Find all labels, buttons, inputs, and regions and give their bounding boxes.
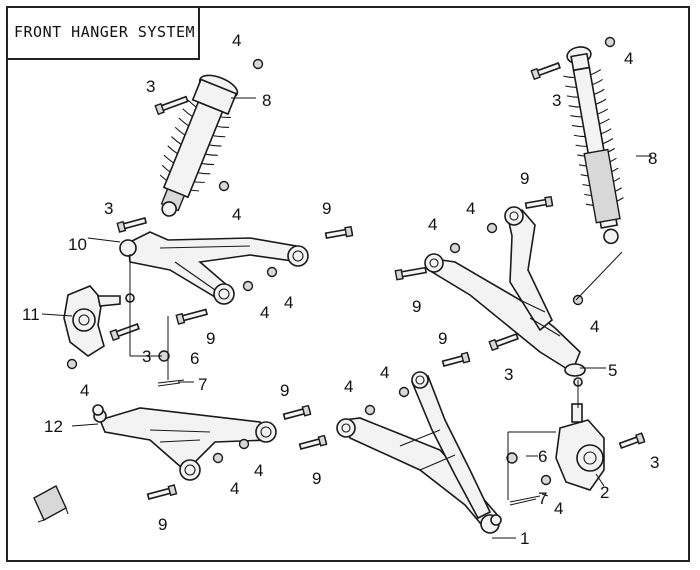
right-steering-knuckle bbox=[555, 403, 605, 491]
callout-9: 9 bbox=[280, 381, 289, 400]
callout-4: 4 bbox=[428, 215, 437, 234]
callout-2: 2 bbox=[600, 483, 609, 502]
callout-6: 6 bbox=[190, 349, 199, 368]
callout-4: 4 bbox=[232, 205, 241, 224]
callout-9: 9 bbox=[412, 297, 421, 316]
left-steering-knuckle bbox=[63, 285, 121, 357]
left-shock-absorber bbox=[159, 74, 239, 217]
callout-8: 8 bbox=[648, 149, 657, 168]
callout-12: 12 bbox=[44, 417, 63, 436]
callout-4: 4 bbox=[590, 317, 599, 336]
diagram-frame bbox=[6, 6, 690, 562]
callout-7: 7 bbox=[538, 489, 547, 508]
lower-left-a-arm bbox=[93, 407, 277, 481]
callout-4: 4 bbox=[380, 363, 389, 382]
callout-9: 9 bbox=[312, 469, 321, 488]
callout-4: 4 bbox=[260, 303, 269, 322]
callout-4: 4 bbox=[624, 49, 633, 68]
callout-9: 9 bbox=[322, 199, 331, 218]
callout-1: 1 bbox=[520, 529, 529, 548]
orientation-arrow-icon bbox=[33, 485, 69, 523]
leader-lines bbox=[41, 97, 652, 539]
callout-9: 9 bbox=[438, 329, 447, 348]
lower-right-a-arm bbox=[336, 371, 502, 534]
callout-10: 10 bbox=[68, 235, 87, 254]
callout-9: 9 bbox=[206, 329, 215, 348]
callout-3: 3 bbox=[552, 91, 561, 110]
upper-left-a-arm bbox=[119, 231, 309, 305]
upper-right-a-arm bbox=[424, 206, 586, 377]
callout-4: 4 bbox=[284, 293, 293, 312]
callout-3: 3 bbox=[650, 453, 659, 472]
callouts: 4 4 3 3 8 8 9 3 4 9 4 4 10 9 4 4 11 9 4 … bbox=[22, 31, 659, 548]
callout-6: 6 bbox=[538, 447, 547, 466]
cotter-pins bbox=[157, 379, 541, 506]
callout-4: 4 bbox=[80, 381, 89, 400]
bolts bbox=[109, 62, 646, 501]
right-shock-absorber bbox=[563, 46, 624, 245]
callout-4: 4 bbox=[554, 499, 563, 518]
callout-4: 4 bbox=[254, 461, 263, 480]
callout-11: 11 bbox=[22, 305, 40, 324]
callout-4: 4 bbox=[466, 199, 475, 218]
callout-3: 3 bbox=[146, 77, 155, 96]
ball-joints bbox=[92, 293, 583, 526]
callout-4: 4 bbox=[232, 31, 241, 50]
title-box: FRONT HANGER SYSTEM bbox=[6, 6, 200, 60]
nuts bbox=[66, 36, 616, 486]
callout-3: 3 bbox=[142, 347, 151, 366]
callout-7: 7 bbox=[198, 375, 207, 394]
callout-9: 9 bbox=[158, 515, 167, 534]
callout-3: 3 bbox=[504, 365, 513, 384]
diagram-title: FRONT HANGER SYSTEM bbox=[14, 23, 196, 41]
callout-4: 4 bbox=[344, 377, 353, 396]
callout-4: 4 bbox=[230, 479, 239, 498]
callout-8: 8 bbox=[262, 91, 271, 110]
callout-9: 9 bbox=[520, 169, 529, 188]
callout-5: 5 bbox=[608, 361, 617, 380]
callout-3: 3 bbox=[104, 199, 113, 218]
